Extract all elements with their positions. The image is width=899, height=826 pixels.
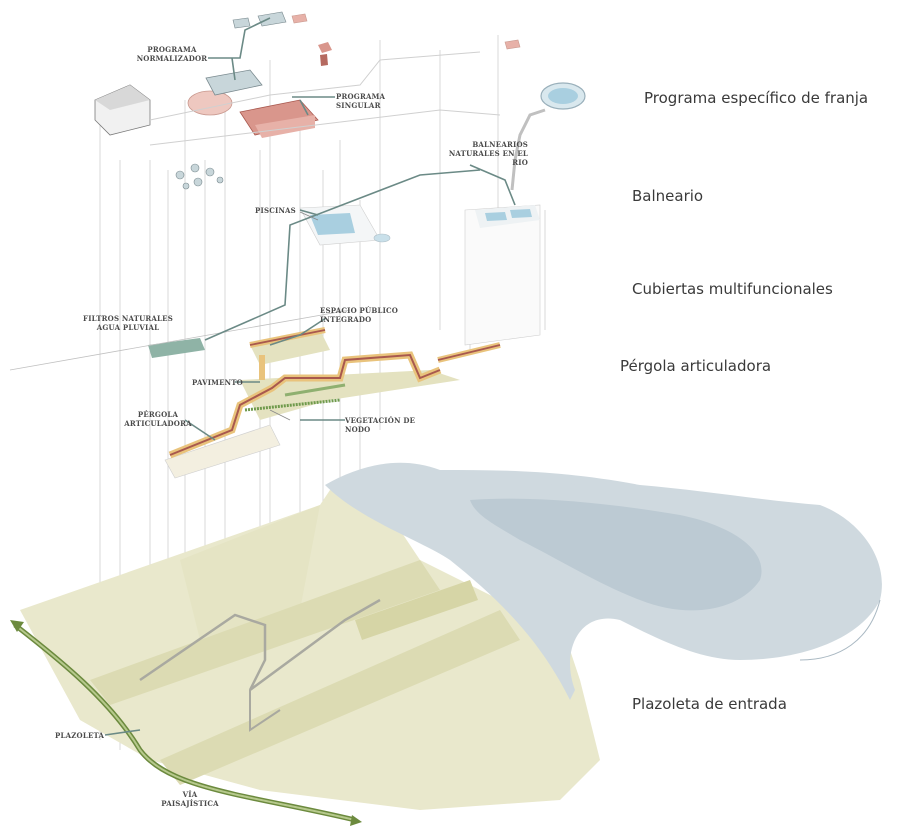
label-programa-singular: PROGRAMA SINGULAR bbox=[336, 92, 431, 110]
layer-label-pergola: Pérgola articuladora bbox=[620, 357, 772, 375]
label-vegetacion: VEGETACIÓN DE NODO bbox=[345, 416, 440, 434]
label-line: FILTROS NATURALES bbox=[83, 314, 173, 323]
label-line: PÉRGOLA bbox=[137, 410, 179, 419]
layer-label-cubiertas: Cubiertas multifuncionales bbox=[632, 280, 833, 298]
label-via: VÍA PAISAJÍSTICA bbox=[160, 790, 220, 808]
label-programa-normalizador: PROGRAMA NORMALIZADOR bbox=[132, 45, 212, 63]
label-line: NATURALES EN EL bbox=[448, 149, 528, 158]
label-line: ESPACIO PÚBLICO bbox=[320, 306, 399, 315]
label-line: PROGRAMA SINGULAR bbox=[336, 92, 386, 110]
label-balnearios: BALNEARIOS NATURALES EN EL RIO bbox=[440, 140, 528, 167]
label-line: PROGRAMA bbox=[147, 45, 197, 54]
layer-label-balneario: Balneario bbox=[632, 187, 704, 205]
program-layer bbox=[94, 11, 521, 190]
layer-label-plazoleta: Plazoleta de entrada bbox=[632, 695, 787, 713]
label-line: PISCINAS bbox=[255, 206, 296, 215]
label-pavimento: PAVIMENTO bbox=[192, 378, 243, 387]
label-line: ARTICULADORA bbox=[124, 419, 192, 428]
thin-leaders bbox=[269, 211, 319, 421]
label-piscinas: PISCINAS bbox=[255, 206, 300, 215]
label-line: PAISAJÍSTICA bbox=[161, 799, 219, 808]
label-line: AGUA PLUVIAL bbox=[96, 323, 160, 332]
label-line: BALNEARIOS bbox=[472, 140, 528, 149]
label-plazoleta: PLAZOLETA bbox=[55, 731, 105, 740]
layer-label-programa: Programa específico de franja bbox=[644, 89, 869, 107]
label-line: INTEGRADO bbox=[320, 315, 372, 324]
label-line: VEGETACIÓN DE NODO bbox=[345, 416, 416, 434]
label-line: NORMALIZADOR bbox=[136, 54, 208, 63]
label-espacio-publico: ESPACIO PÚBLICO INTEGRADO bbox=[320, 306, 410, 324]
leader-lines bbox=[104, 17, 516, 736]
label-line: PLAZOLETA bbox=[55, 731, 105, 740]
via-paisajistica bbox=[10, 620, 362, 826]
label-line: RIO bbox=[512, 158, 528, 167]
balneario-layer bbox=[299, 82, 586, 346]
label-pergola: PÉRGOLA ARTICULADORA bbox=[118, 410, 198, 428]
label-filtros: FILTROS NATURALES AGUA PLUVIAL bbox=[78, 314, 178, 332]
river bbox=[325, 462, 882, 700]
ground-plane bbox=[20, 490, 600, 810]
label-line: VÍA bbox=[182, 790, 198, 799]
label-line: PAVIMENTO bbox=[192, 378, 243, 387]
pergola-layer bbox=[9, 309, 501, 479]
